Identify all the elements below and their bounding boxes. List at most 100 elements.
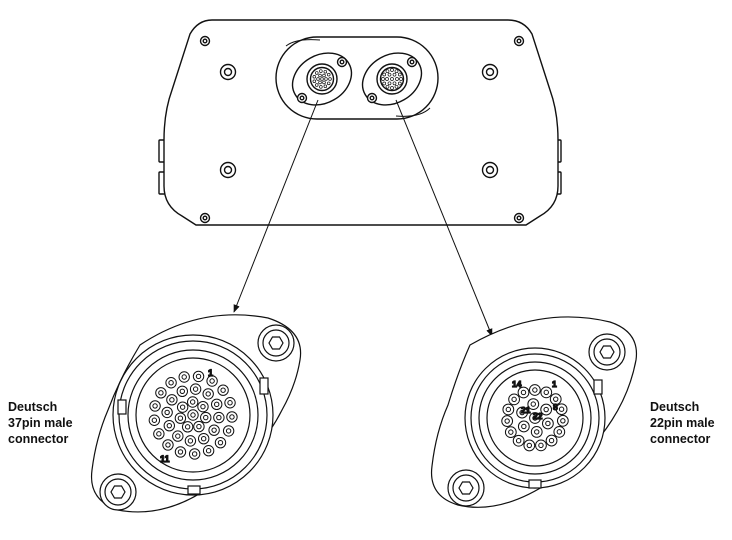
pin-label-8: 8 [553,402,558,412]
label-line: Deutsch [650,400,700,414]
pin-contact [196,423,202,430]
pin-socket [382,72,387,77]
corner-screw-icon [513,35,525,47]
label-line: Deutsch [8,400,58,414]
pin-socket [319,85,323,89]
pin-contact [532,415,538,421]
pin-socket [387,72,392,77]
arrow-to-22pin [395,99,493,337]
pin-socket [390,77,394,81]
pin-socket [390,86,394,90]
mount-boss-icon [481,161,499,179]
pin-contact [158,390,164,396]
pin-contact [200,436,207,442]
pin-socket [326,72,331,77]
pin-socket [312,74,317,79]
hex-screw-icon [447,469,485,507]
label-22pin-connector: Deutsch 22pin male connector [650,399,715,447]
pin-contact [205,448,212,454]
pin-contact [179,404,186,410]
pin-socket [394,84,399,89]
pin-contact [165,442,171,448]
pin-contact [229,414,235,420]
mount-boss-icon [219,161,237,179]
keyway-tab [528,479,542,489]
pin-contact [152,403,158,409]
pin-socket [394,69,399,74]
pin-contact [177,449,184,455]
pin-socket [385,77,389,81]
pin-socket [399,77,403,81]
corner-screw-icon [199,212,211,224]
pin-socket [312,79,317,84]
pin-socket [322,80,326,85]
pin-contact [156,431,162,437]
pin-socket [319,69,323,73]
pin-field-37 [148,370,238,460]
pin-contact [560,418,566,424]
pin-contact [195,373,202,380]
pin-contact [192,386,199,392]
side-key [593,379,603,395]
corner-screw-icon [513,212,525,224]
pin-socket [324,77,328,81]
hex-screw-icon [257,324,295,362]
pin-contact [191,451,198,457]
pin-socket [385,84,390,89]
pin-contact [553,396,559,402]
hex-screw-icon [99,473,137,511]
pin-contact [526,442,533,449]
pin-socket [326,81,331,86]
pin-contact [177,415,184,421]
pin-contact [216,414,222,421]
pin-contact [520,389,527,396]
pin-socket [387,81,392,86]
pin-contact [151,417,158,423]
pin-contact [511,396,517,403]
pin-contact [532,387,538,393]
pin-contact [189,399,196,405]
pin-contact [543,389,549,396]
pin-contact [227,400,233,406]
hex-screw-icon [588,333,626,371]
pin-contact [181,374,187,380]
label-line: connector [650,432,711,446]
pin-contact [175,433,181,439]
connector-37pin: 1 11 [90,314,302,513]
corner-screw-icon [199,35,211,47]
pin-contact [184,424,191,430]
pin-contact [190,412,196,418]
pin-socket [323,84,328,89]
pin-socket [382,81,387,86]
pin-contact [169,397,175,403]
pin-contact [556,429,563,435]
mount-boss-icon [219,63,237,81]
pin-contact [545,420,551,427]
pin-contact [209,378,215,384]
pin-contact [521,423,527,430]
pin-socket [395,77,399,81]
dash-device [158,19,562,226]
side-key [117,399,127,415]
device-connector-22pin [361,52,423,106]
pin-socket [328,77,332,81]
pin-socket [322,73,326,78]
pin-socket [315,83,319,87]
pin-label-14: 14 [512,379,522,389]
label-line: connector [8,432,69,446]
pin-contact [505,406,512,413]
pin-contact [220,387,226,393]
pin-socket [390,68,394,72]
pin-contact [530,401,536,407]
pin-socket [397,72,402,77]
pin-contact [166,422,172,429]
pin-label-22: 22 [533,411,543,421]
pin-contact [543,406,549,413]
pin-socket [315,71,319,75]
pin-contact [225,428,232,434]
pin-contact [205,391,211,397]
label-line: 22pin male [650,416,715,430]
pin-contact [508,429,514,435]
label-line: 37pin male [8,416,73,430]
pin-contact [519,409,525,416]
